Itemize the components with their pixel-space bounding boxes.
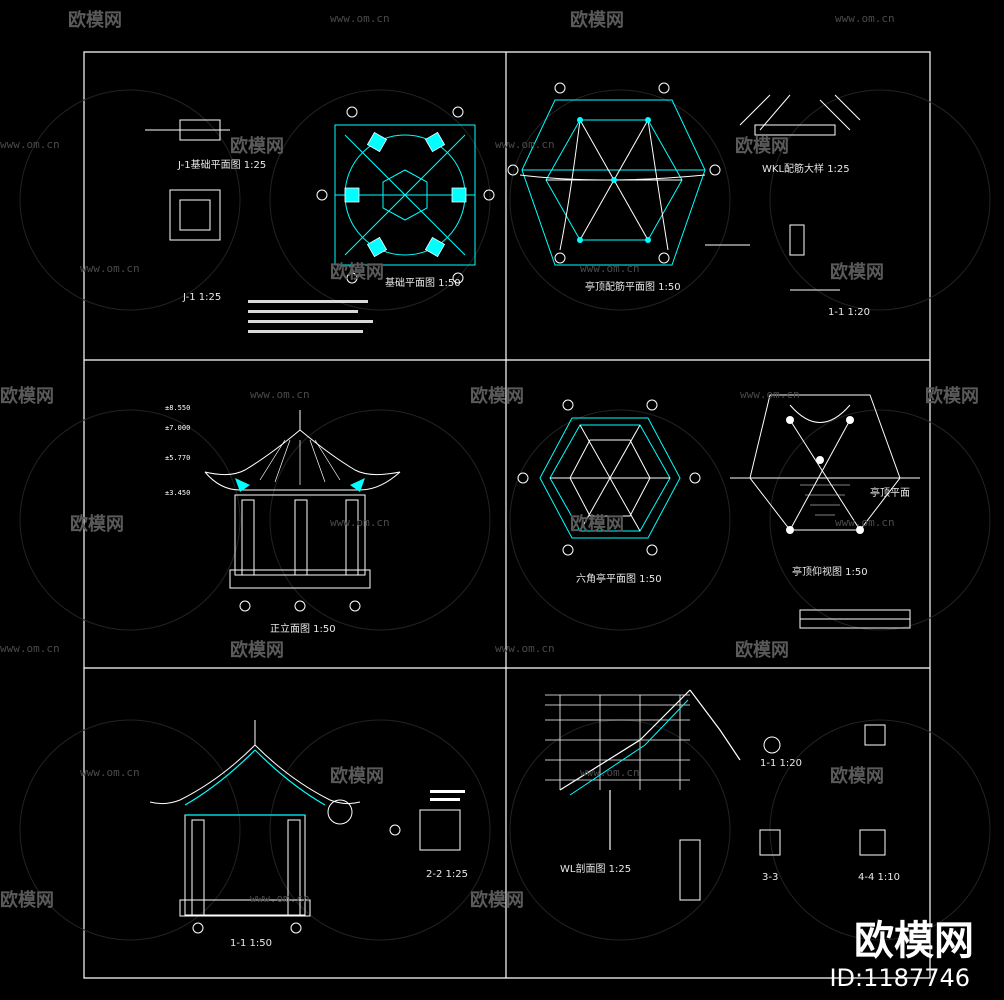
- svg-text:±3.450: ±3.450: [165, 489, 190, 497]
- svg-text:±7.000: ±7.000: [165, 424, 190, 432]
- watermark: 欧模网: [0, 890, 54, 911]
- watermark-url: www.om.cn: [835, 516, 895, 529]
- watermark: 欧模网: [68, 10, 122, 31]
- watermark: 欧模网: [470, 386, 524, 407]
- watermark-url: www.om.cn: [250, 892, 310, 905]
- panel3-title1: 正立面图 1:50: [270, 622, 336, 635]
- panel4-title3: 亭顶平面: [870, 486, 910, 499]
- watermark-url: www.om.cn: [80, 766, 140, 779]
- panel6-title2: 1-1 1:20: [760, 758, 802, 769]
- panel2-title3: 1-1 1:20: [828, 307, 870, 318]
- watermark-url: www.om.cn: [835, 12, 895, 25]
- panel-hex-plan: 六角亭平面图 1:50 亭顶仰视图 1:50 亭顶平面: [518, 395, 920, 628]
- panel1-title3: 基础平面图 1:50: [385, 276, 461, 289]
- watermark-url: www.om.cn: [0, 642, 60, 655]
- watermark: 欧模网: [735, 136, 789, 157]
- watermark-url: www.om.cn: [0, 138, 60, 151]
- watermark: 欧模网: [0, 386, 54, 407]
- panel4-title1: 六角亭平面图 1:50: [576, 572, 662, 585]
- watermark: 欧模网: [570, 514, 624, 535]
- svg-text:±5.770: ±5.770: [165, 454, 190, 462]
- watermark-url: www.om.cn: [80, 262, 140, 275]
- svg-text:±8.550: ±8.550: [165, 404, 190, 412]
- panel5-title2: 2-2 1:25: [426, 869, 468, 880]
- watermark: 欧模网: [570, 10, 624, 31]
- panel6-title1: WL剖面图 1:25: [560, 862, 631, 875]
- watermark: 欧模网: [230, 136, 284, 157]
- brand-logo: 欧模网: [854, 918, 974, 964]
- panel6-title3: 3-3: [762, 872, 778, 883]
- brand-id: ID:1187746: [829, 964, 970, 992]
- panel5-title1: 1-1 1:50: [230, 938, 272, 949]
- watermark: 欧模网: [330, 262, 384, 283]
- watermark: 欧模网: [830, 766, 884, 787]
- panel6-title4: 4-4 1:10: [858, 872, 900, 883]
- sheet-frame: [84, 52, 930, 978]
- panel2-title2: WKL配筋大样 1:25: [762, 162, 850, 175]
- watermark-url: www.om.cn: [740, 388, 800, 401]
- watermark: 欧模网: [830, 262, 884, 283]
- watermark: 欧模网: [735, 640, 789, 661]
- watermark-url: www.om.cn: [580, 766, 640, 779]
- watermark: 欧模网: [470, 890, 524, 911]
- panel1-title2: J-1 1:25: [182, 292, 221, 303]
- watermark-url: www.om.cn: [495, 642, 555, 655]
- panel-roof-plan: 亭顶配筋平面图 1:50 WKL配筋大样 1:25 1-1 1:20: [508, 83, 870, 318]
- watermark-rings: [20, 90, 990, 940]
- watermark: 欧模网: [330, 766, 384, 787]
- watermark: 欧模网: [70, 514, 124, 535]
- watermark-url: www.om.cn: [330, 516, 390, 529]
- watermark: 欧模网: [925, 386, 979, 407]
- panel2-title1: 亭顶配筋平面图 1:50: [585, 280, 681, 293]
- watermark: 欧模网: [230, 640, 284, 661]
- panel-wl-section: WL剖面图 1:25 1-1 1:20 3-3 4-4 1:10: [545, 690, 900, 900]
- panel1-title1: J-1基础平面图 1:25: [177, 158, 266, 171]
- panel-front-elevation: ±8.550 ±7.000 ±5.770 ±3.450 正立面图 1:50: [165, 404, 400, 635]
- panel-section-1-1: 1-1 1:50 2-2 1:25: [150, 720, 468, 949]
- watermark-url: www.om.cn: [580, 262, 640, 275]
- watermark-url: www.om.cn: [495, 138, 555, 151]
- panel4-title2: 亭顶仰视图 1:50: [792, 565, 868, 578]
- watermark-url: www.om.cn: [250, 388, 310, 401]
- panel-foundation-plan: J-1基础平面图 1:25 J-1 1:25 基础平面图 1:50: [145, 107, 494, 333]
- watermark-url: www.om.cn: [330, 12, 390, 25]
